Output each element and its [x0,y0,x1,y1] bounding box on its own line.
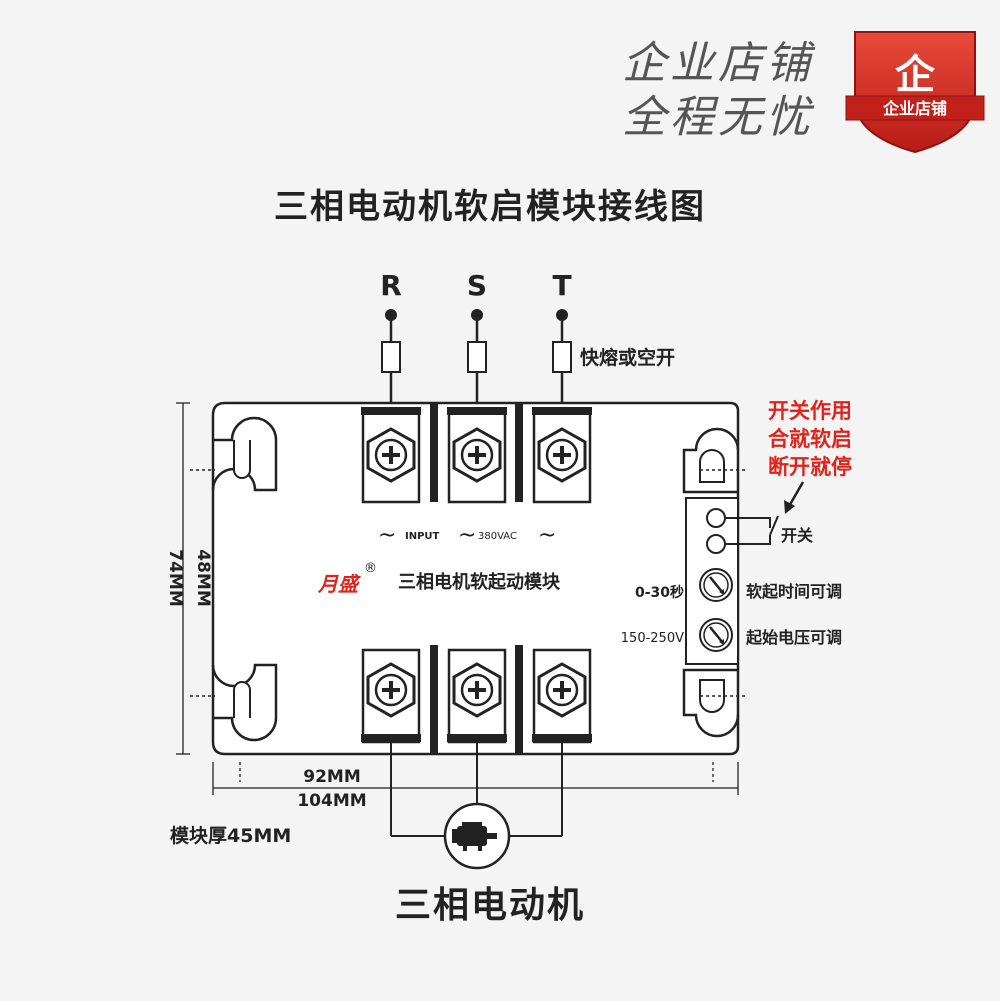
terminal-top-s [447,407,507,504]
ac-symbol-3: ~ [538,523,556,548]
motor-icon [443,802,511,870]
switch-note-line-3: 断开就停 [768,455,852,479]
switch-note-line-1: 开关作用 [768,399,852,423]
slogan-line-1: 企业店铺 [622,38,816,89]
outer-height-label: 74MM [165,549,185,607]
bottom-terminals [361,645,592,753]
badge-label: 企业店铺 [882,99,947,118]
module-body [190,401,745,756]
control-panel [685,481,805,665]
time-knob[interactable] [699,568,733,602]
ac-symbol-1: ~ [378,523,396,548]
input-row: ~ INPUT ~ 380VAC ~ [378,523,556,548]
phase-label-t: T [552,269,571,302]
switch-note-line-2: 合就软启 [768,427,852,451]
inner-height-label: 48MM [193,549,213,607]
voltage-knob-desc: 起始电压可调 [745,628,842,647]
diagram-title: 三相电动机软启模块接线图 [274,187,706,227]
phase-label-s: S [467,269,487,302]
phase-label-r: R [380,269,402,302]
dimension-lines [176,402,739,795]
motor-label: 三相电动机 [395,885,585,926]
registered-mark: ® [364,561,377,576]
fuse-label: 快熔或空开 [580,346,675,369]
module-name: 三相电机软起动模块 [398,571,561,593]
motor-wiring [390,742,563,837]
outer-width-label: 104MM [297,791,366,811]
terminal-bottom-u [361,648,421,744]
switch-label: 开关 [781,526,813,545]
terminal-top-t [532,407,592,504]
store-badge: 企 企业店铺 [845,31,985,154]
thickness-label: 模块厚45MM [170,824,291,847]
top-terminals [361,404,592,504]
terminal-bottom-w [532,648,592,744]
inner-width-label: 92MM [303,767,361,787]
voltage-range-label: 150-250V [621,631,684,646]
fuse-symbols [381,341,572,373]
switch-terminal-1 [706,508,726,528]
voltage-knob[interactable] [699,618,733,652]
input-label: INPUT [405,531,440,542]
badge-glyph: 企 [895,52,936,98]
switch-terminal-2 [706,534,726,554]
slogan-line-2: 全程无忧 [622,92,815,143]
time-knob-desc: 软起时间可调 [746,582,842,601]
ac-symbol-2: ~ [458,523,476,548]
phase-terminal-dots [385,309,568,321]
terminal-bottom-v [447,648,507,744]
brand-name: 月盛 [317,572,361,596]
input-voltage: 380VAC [478,531,517,542]
time-range-label: 0-30秒 [635,584,684,601]
terminal-top-r [361,407,421,504]
